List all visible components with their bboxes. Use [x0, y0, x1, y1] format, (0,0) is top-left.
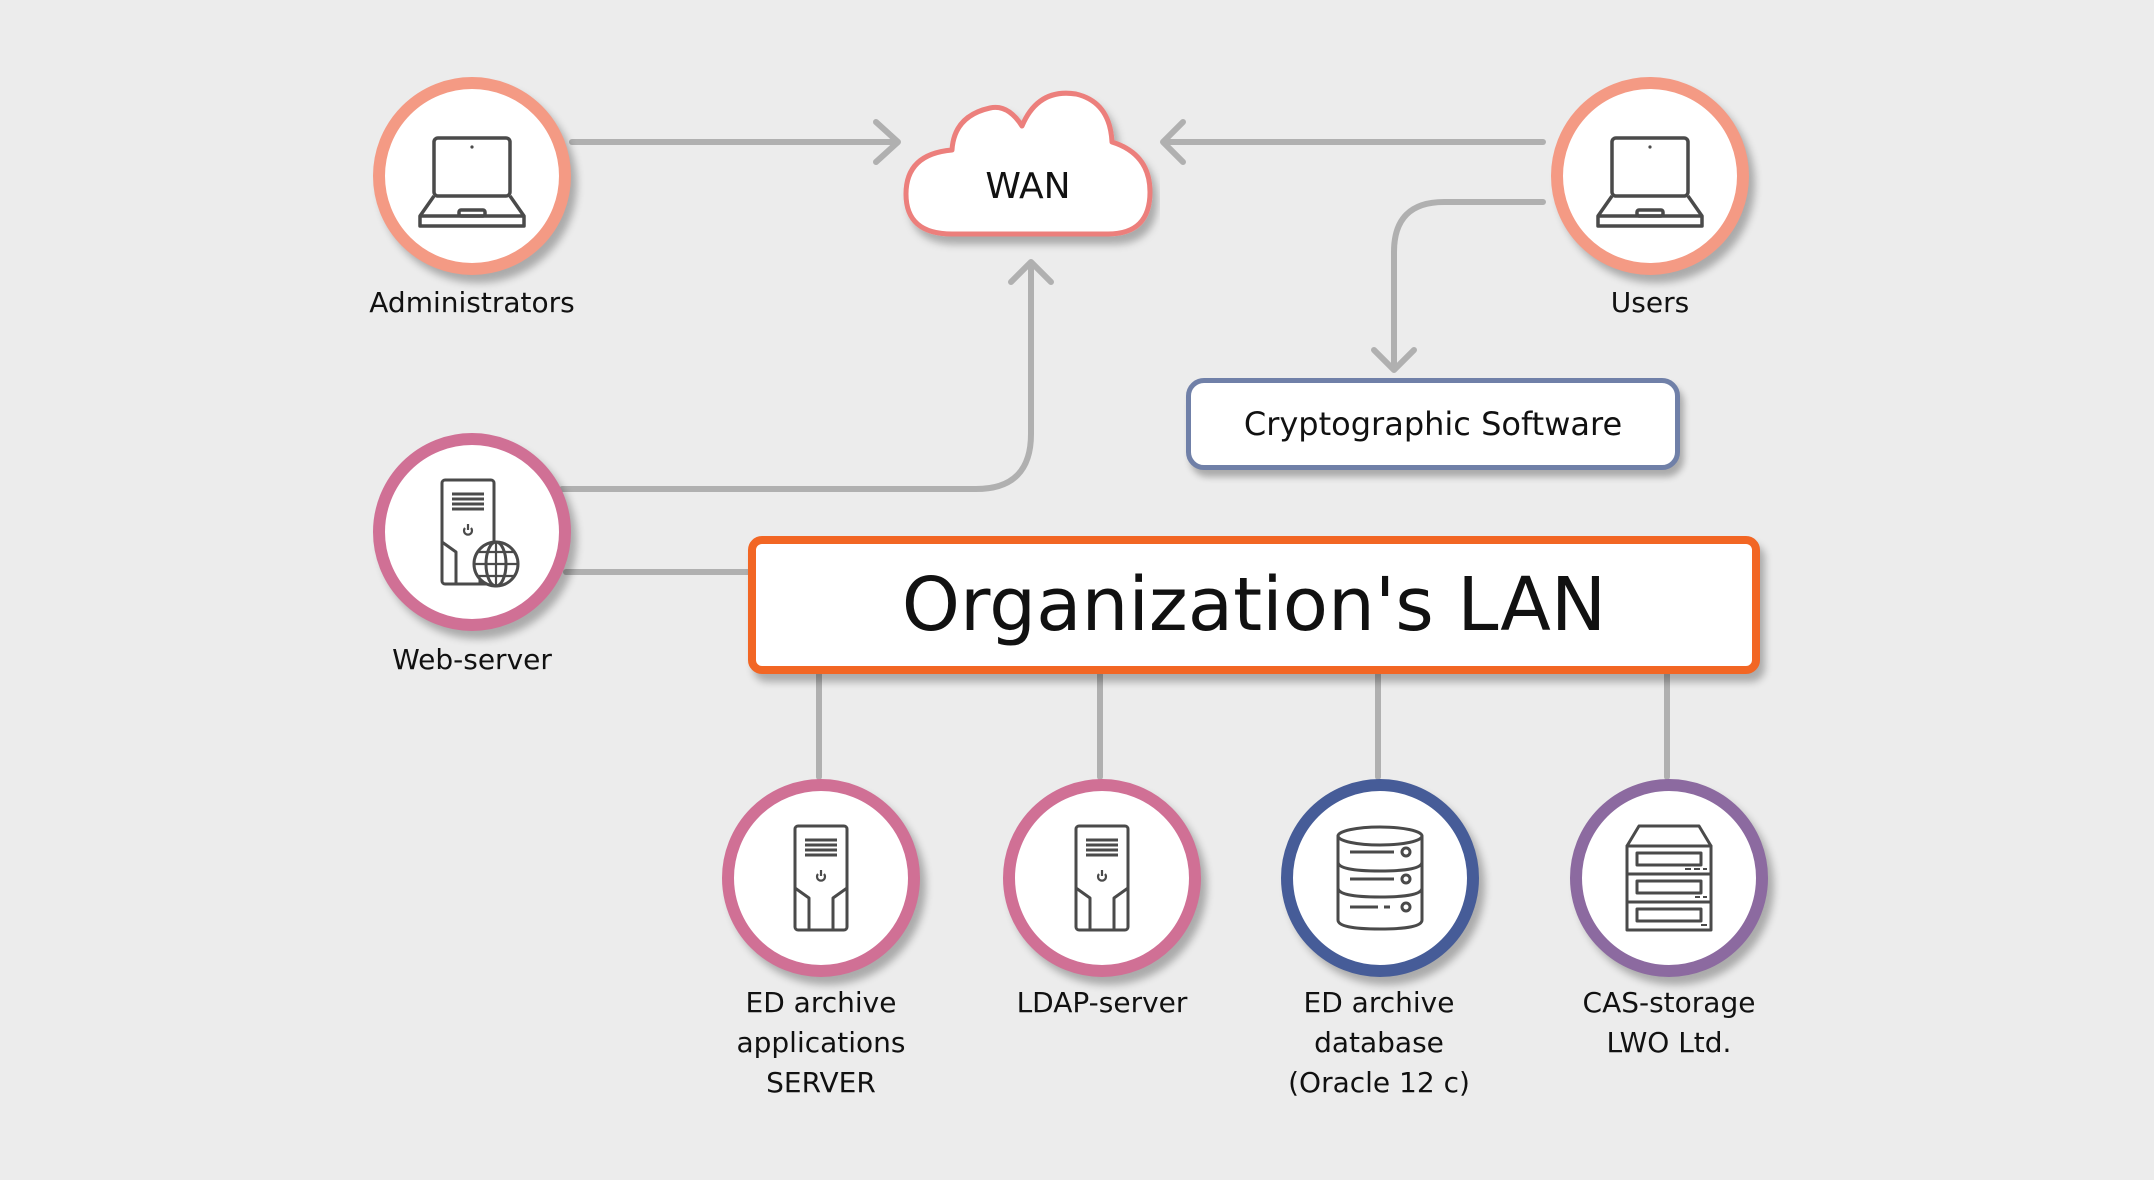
wan-cloud[interactable]	[900, 84, 1160, 254]
edge-webserver-wan	[559, 261, 1034, 492]
node-ed-archive-app-server-label: ED archive applications SERVER	[736, 986, 906, 1099]
server-tower-icon	[793, 824, 849, 932]
node-web-server-label: Web-server	[392, 643, 552, 676]
cloud-icon	[903, 90, 1153, 237]
database-icon	[1336, 825, 1424, 931]
organization-lan-box[interactable]: Organization's LAN	[748, 536, 1760, 674]
arrowhead-users-crypto	[1371, 347, 1417, 373]
node-ldap-server-label: LDAP-server	[1016, 986, 1188, 1019]
server-tower-icon	[1074, 824, 1130, 932]
node-cas-storage[interactable]	[1570, 779, 1768, 977]
cryptographic-software-label: Cryptographic Software	[1243, 405, 1623, 443]
node-ed-archive-database-label: ED archive database (Oracle 12 c)	[1288, 986, 1470, 1099]
node-administrators-label: Administrators	[369, 286, 575, 319]
node-users[interactable]	[1551, 77, 1749, 275]
node-users-label: Users	[1610, 286, 1690, 319]
arrowhead-administrators-wan	[873, 119, 901, 165]
organization-lan-label: Organization's LAN	[901, 562, 1607, 648]
laptop-icon	[1596, 136, 1704, 228]
node-web-server[interactable]	[373, 433, 571, 631]
edge-users-crypto	[1391, 199, 1546, 371]
node-administrators[interactable]	[373, 77, 571, 275]
node-ed-archive-app-server[interactable]	[722, 779, 920, 977]
arrowhead-users-wan	[1160, 119, 1186, 165]
node-cas-storage-label: CAS-storage LWO Ltd.	[1582, 986, 1756, 1059]
laptop-icon	[418, 136, 526, 228]
node-ed-archive-database[interactable]	[1281, 779, 1479, 977]
storage-rack-icon	[1625, 824, 1713, 932]
arrowhead-webserver-wan	[1008, 259, 1054, 285]
web-server-icon	[440, 478, 520, 588]
node-ldap-server[interactable]	[1003, 779, 1201, 977]
cryptographic-software-box[interactable]: Cryptographic Software	[1186, 378, 1680, 470]
